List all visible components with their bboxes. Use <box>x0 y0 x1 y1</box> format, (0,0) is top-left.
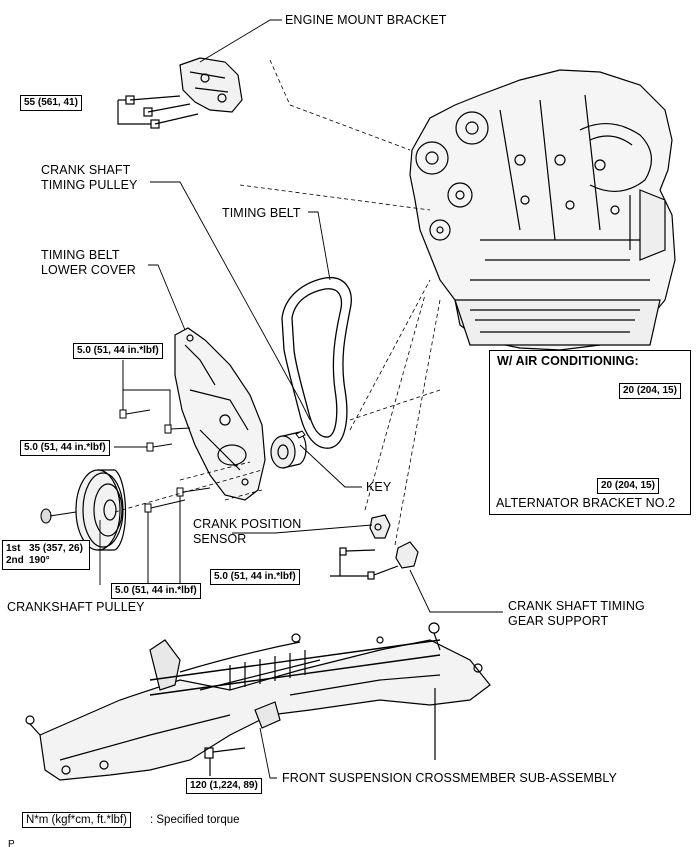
torque-crank-bolt-1st-value: 35 (357, 26) <box>29 543 83 554</box>
crank-timing-pulley-label-line1: CRANK SHAFT <box>41 163 131 177</box>
crank-position-sensor-label-line2: SENSOR <box>193 532 247 546</box>
crank-timing-pulley-drawing <box>270 431 307 469</box>
torque-crank-bolt-box <box>2 540 90 570</box>
torque-gear-support: 5.0 (51, 44 in.*lbf) <box>210 569 300 585</box>
gear-support-label-line2: GEAR SUPPORT <box>508 614 609 628</box>
dashed-alignment-lines <box>114 59 441 546</box>
legend-description: : Specified torque <box>150 814 240 826</box>
engine-mount-bracket-drawing <box>117 57 243 129</box>
torque-crossmember: 120 (1,224, 89) <box>186 778 262 794</box>
torque-crank-bolt-2nd-value: 190° <box>29 555 50 566</box>
timing-gear-support-drawing <box>330 541 419 580</box>
crankshaft-pulley-label: CRANKSHAFT PULLEY <box>7 600 145 614</box>
torque-alt-lower: 20 (204, 15) <box>597 478 659 494</box>
timing-belt-lower-cover-drawing <box>174 327 266 501</box>
engine-block-drawing <box>409 69 676 351</box>
page-marker: P <box>8 839 15 850</box>
air-conditioning-inset <box>489 350 691 515</box>
engine-mount-bracket-label: ENGINE MOUNT BRACKET <box>285 13 447 27</box>
torque-engine-mount: 55 (561, 41) <box>20 95 82 111</box>
ac-inset-title: W/ AIR CONDITIONING: <box>497 354 639 368</box>
torque-crank-bolt-1st-label: 1st <box>6 543 21 554</box>
lower-cover-label-line1: TIMING BELT <box>41 248 120 262</box>
leader-lines <box>99 19 503 779</box>
torque-alt-upper: 20 (204, 15) <box>619 383 681 399</box>
torque-crank-bolt-2nd-label: 2nd <box>6 555 24 566</box>
key-drawing <box>295 430 306 439</box>
crank-position-sensor-drawing <box>369 514 391 539</box>
torque-cover-upper: 5.0 (51, 44 in.*lbf) <box>73 343 163 359</box>
torque-cover-lower: 5.0 (51, 44 in.*lbf) <box>111 583 201 599</box>
timing-belt-drawing <box>281 277 352 449</box>
crossmember-drawing <box>25 622 491 781</box>
gear-support-label-line1: CRANK SHAFT TIMING <box>508 599 645 613</box>
crossmember-label: FRONT SUSPENSION CROSSMEMBER SUB-ASSEMBL… <box>282 771 617 785</box>
key-label: KEY <box>366 480 392 494</box>
legend-unit: N*m (kgf*cm, ft.*lbf) <box>22 812 131 828</box>
alternator-bracket-label: ALTERNATOR BRACKET NO.2 <box>496 496 676 510</box>
crankshaft-pulley-drawing <box>75 469 127 551</box>
timing-belt-label: TIMING BELT <box>222 206 301 220</box>
crank-position-sensor-label-line1: CRANK POSITION <box>193 517 302 531</box>
crank-bolt-drawing <box>40 508 77 524</box>
crank-timing-pulley-label-line2: TIMING PULLEY <box>41 178 138 192</box>
lower-cover-label-line2: LOWER COVER <box>41 263 136 277</box>
torque-cover-mid: 5.0 (51, 44 in.*lbf) <box>20 440 110 456</box>
